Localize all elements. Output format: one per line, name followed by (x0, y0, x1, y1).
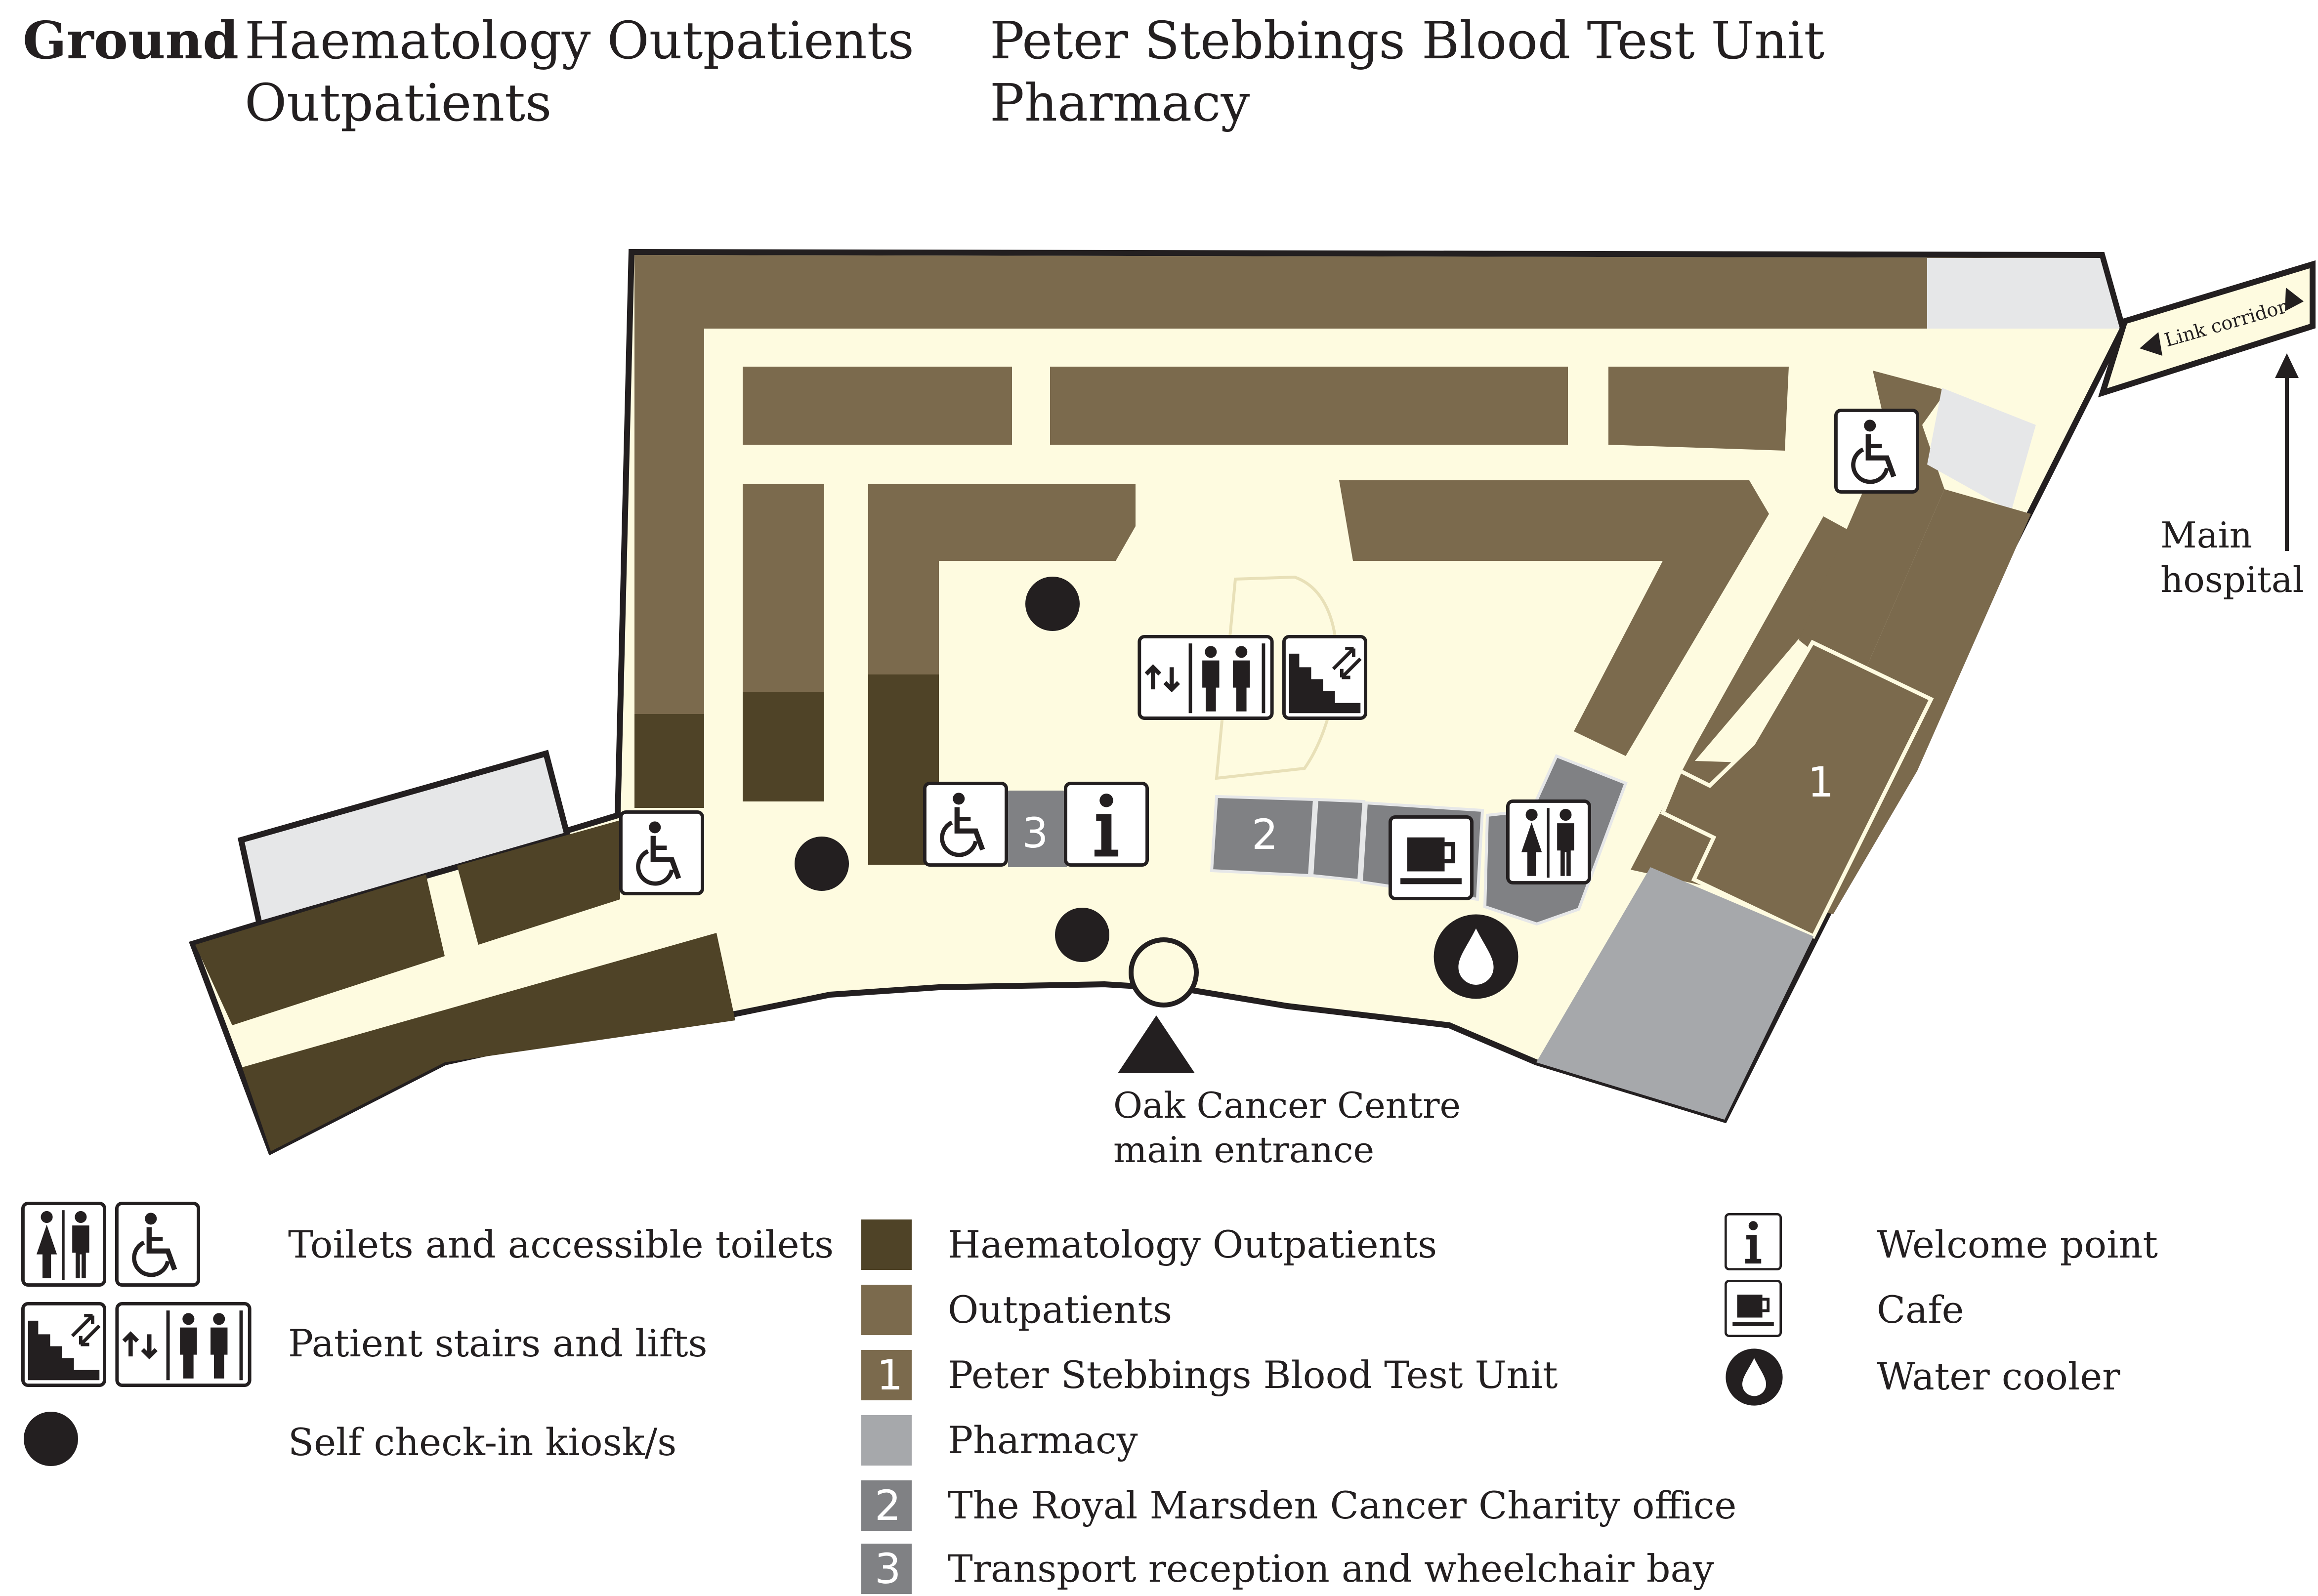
accessible-toilet-icon (117, 1203, 198, 1285)
main-entrance-door (1129, 937, 1199, 1008)
toilets-icon (23, 1203, 104, 1285)
swatch-number-3: 3 (875, 1545, 901, 1593)
info-icon (1726, 1214, 1780, 1269)
legend-area-blood-test: Peter Stebbings Blood Test Unit (948, 1353, 1558, 1397)
legend-label-stairs-lifts: Patient stairs and lifts (288, 1321, 708, 1365)
outpatients-column-1 (743, 484, 824, 692)
main-entrance-arrow-icon (1118, 1015, 1195, 1073)
lift-icon (117, 1303, 250, 1385)
header-area-haematology: Haematology Outpatients (245, 10, 914, 71)
swatch-blood-test (861, 1350, 912, 1400)
main-entrance-label-2: main entrance (1113, 1129, 1374, 1171)
floor-label: Ground (23, 10, 239, 71)
info-icon (1065, 783, 1147, 865)
room-number-3: 3 (1022, 809, 1048, 857)
water-drop-icon (1726, 1348, 1783, 1406)
main-entrance-label-1: Oak Cancer Centre (1113, 1085, 1461, 1126)
stairs-icon (23, 1303, 104, 1385)
swatch-number-1: 1 (877, 1351, 903, 1399)
light-grey-right (1927, 388, 2036, 511)
stairs-icon (1284, 636, 1365, 718)
blood-test-unit (1660, 639, 1934, 939)
swatch-haematology (861, 1219, 912, 1270)
swatch-number-2: 2 (875, 1481, 901, 1530)
legend-amenity-water: Water cooler (1877, 1354, 2120, 1398)
legend-area-charity: The Royal Marsden Cancer Charity office (948, 1483, 1736, 1527)
accessible-toilet-icon (621, 812, 702, 893)
room-number-1: 1 (1808, 758, 1834, 806)
outpatients-block-3 (1608, 367, 1789, 451)
charity-office-part-b (1310, 798, 1366, 882)
main-hospital-label-2: hospital (2160, 559, 2304, 600)
main-hospital-arrow-head (2275, 353, 2299, 378)
header-area-blood-test: Peter Stebbings Blood Test Unit (990, 10, 1824, 71)
link-corridor-arrow-left (2140, 332, 2162, 356)
legend-area-pharmacy: Pharmacy (948, 1418, 1138, 1462)
haematology-left-wing-a (195, 875, 445, 1025)
kiosk-icon (1055, 908, 1109, 962)
transport-reception-3 (1008, 791, 1067, 867)
legend-amenity-welcome: Welcome point (1877, 1222, 2158, 1266)
legend-label-toilets: Toilets and accessible toilets (288, 1222, 834, 1266)
haematology-left-strip (634, 714, 704, 808)
coffee-cup-icon (1726, 1281, 1780, 1336)
accessible-toilet-icon (925, 783, 1006, 865)
legend: Toilets and accessible toilets Patient s… (23, 1203, 2158, 1594)
link-corridor (2098, 260, 2316, 398)
outpatients-angled-block (1339, 480, 1769, 756)
water-drop-icon (1433, 914, 1518, 999)
legend-label-kiosk: Self check-in kiosk/s (288, 1420, 676, 1464)
legend-amenity-cafe: Cafe (1877, 1288, 1964, 1332)
kiosk-icon (1025, 577, 1080, 631)
outpatients-block-2 (1050, 367, 1568, 445)
header: Ground Haematology Outpatients Outpatien… (23, 10, 1824, 133)
pharmacy-area (1536, 867, 1813, 1120)
link-corridor-arrow-right (2285, 288, 2304, 311)
outpatients-block-1 (743, 367, 1012, 445)
haematology-column-1 (743, 692, 824, 801)
main-hospital-label-1: Main (2160, 514, 2252, 556)
toilets-icon (1508, 801, 1589, 882)
haematology-left-wing-b (457, 820, 620, 945)
outpatients-l-block (868, 484, 1136, 674)
swatch-pharmacy (861, 1415, 912, 1466)
swatch-transport (861, 1544, 912, 1594)
legend-area-transport: Transport reception and wheelchair bay (948, 1547, 1714, 1591)
floor-plan: 1 2 3 Link corridor Main hospital Oak Ca… (189, 249, 2316, 1171)
legend-areas: Haematology Outpatients Outpatients 1 Pe… (861, 1219, 1736, 1594)
charity-office-2 (1210, 795, 1316, 878)
header-area-pharmacy: Pharmacy (990, 73, 1250, 133)
swatch-charity (861, 1480, 912, 1531)
kiosk-icon (24, 1412, 78, 1466)
header-area-outpatients: Outpatients (245, 73, 551, 133)
kiosk-icon (795, 837, 849, 891)
lift-icon (1139, 636, 1272, 718)
accessible-toilet-icon (1836, 410, 1917, 492)
coffee-cup-icon (1390, 817, 1472, 898)
light-grey-top-right (1927, 258, 2120, 329)
room-number-2: 2 (1252, 810, 1278, 859)
legend-area-haematology: Haematology Outpatients (948, 1222, 1437, 1266)
swatch-outpatients (861, 1285, 912, 1335)
legend-area-outpatients: Outpatients (948, 1288, 1172, 1332)
haematology-left-wing-c (242, 933, 735, 1151)
